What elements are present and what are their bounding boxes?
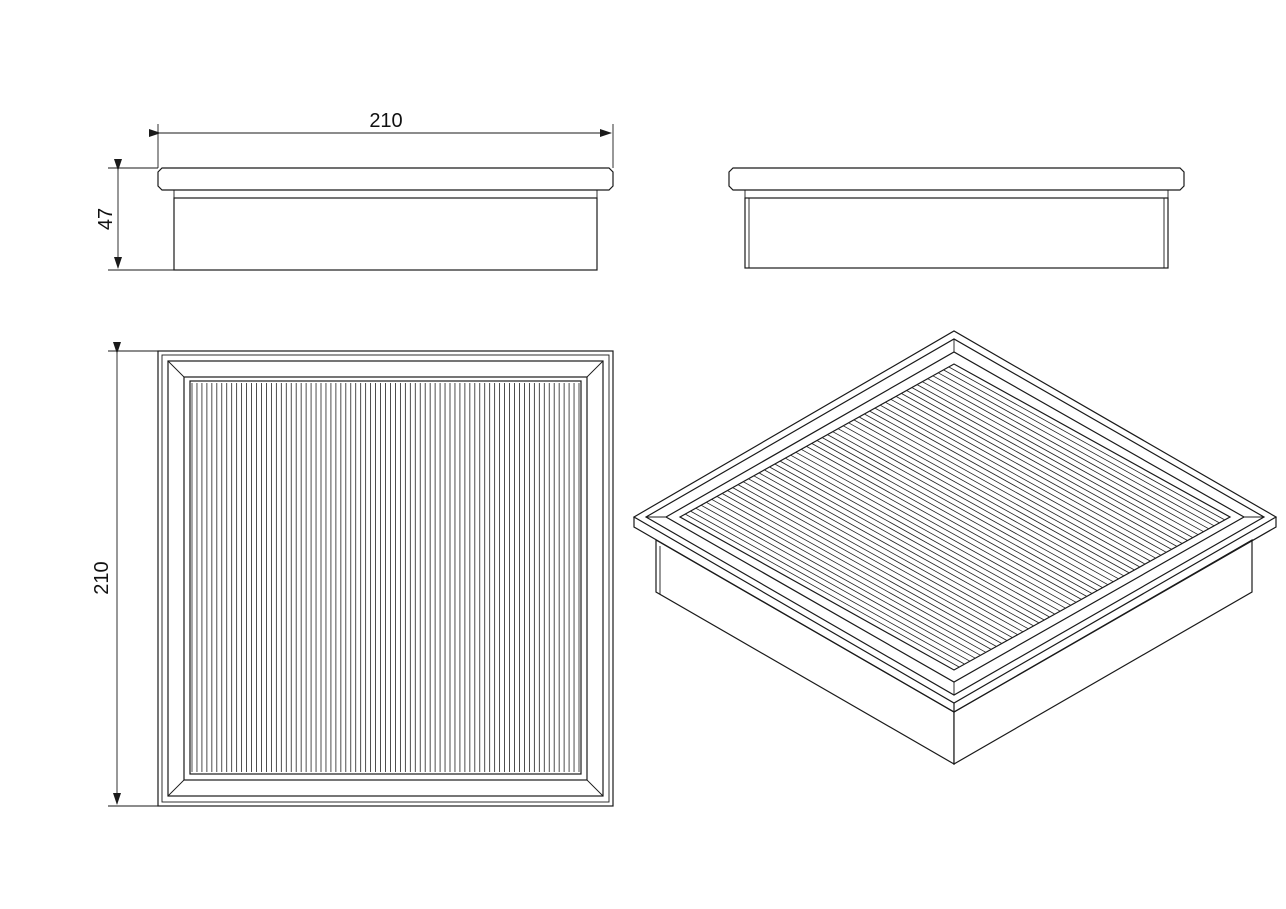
depth-dimension-label: 210 — [91, 561, 113, 594]
top-view: 210 — [91, 342, 614, 807]
iso-pleat-line — [948, 366, 1225, 521]
height-dimension-label: 47 — [95, 208, 117, 230]
iso-pleat-line — [927, 378, 1204, 533]
iso-pleat-line — [706, 501, 981, 656]
iso-pleat-line — [695, 507, 971, 662]
iso-pleat-line — [753, 475, 1029, 630]
isometric-view — [632, 330, 1278, 766]
iso-pleat-line — [864, 413, 1140, 568]
iso-pleat-line — [827, 434, 1103, 588]
iso-pleat-line — [916, 384, 1193, 538]
iso-pleat-line — [690, 510, 965, 665]
iso-pleat-line — [811, 443, 1087, 597]
iso-pleat-line — [806, 446, 1082, 600]
iso-pleat-line — [711, 498, 986, 653]
iso-pleat-line — [816, 440, 1093, 594]
iso-pleat-line — [932, 375, 1209, 530]
iso-pleat-line — [748, 478, 1024, 633]
iso-pleat-lines — [685, 366, 1225, 668]
iso-pleat-line — [848, 422, 1124, 577]
iso-pleat-line — [822, 437, 1098, 591]
iso-pleat-line — [943, 369, 1220, 524]
iso-pleat-line — [795, 451, 1071, 606]
iso-pleat-line — [716, 496, 992, 650]
iso-pleat-line — [859, 416, 1135, 571]
iso-pleat-line — [769, 466, 1045, 621]
width-dimension: 210 — [149, 110, 614, 168]
iso-pleat-line — [885, 401, 1162, 556]
iso-pleat-line — [874, 407, 1151, 562]
iso-pleat-line — [722, 493, 997, 647]
iso-pleat-line — [790, 454, 1066, 609]
iso-pleat-line — [764, 469, 1040, 624]
iso-pleat-line — [779, 460, 1055, 615]
pleat-lines — [191, 383, 580, 772]
iso-pleat-line — [758, 472, 1034, 627]
iso-pleat-line — [906, 390, 1183, 544]
iso-pleat-line — [837, 428, 1114, 583]
iso-pleat-line — [901, 393, 1178, 547]
depth-dimension: 210 — [91, 342, 158, 807]
iso-pleat-line — [732, 487, 1008, 641]
iso-pleat-line — [911, 387, 1188, 541]
iso-pleat-line — [938, 372, 1215, 527]
iso-pleat-line — [843, 425, 1119, 580]
iso-pleat-line — [890, 398, 1167, 553]
iso-pleat-line — [774, 463, 1050, 618]
width-dimension-label: 210 — [369, 110, 402, 132]
iso-pleat-line — [880, 404, 1156, 559]
iso-pleat-line — [895, 396, 1172, 550]
side-view — [728, 167, 1185, 269]
height-dimension: 47 — [95, 159, 174, 271]
front-view: 210 47 — [95, 110, 614, 271]
iso-pleat-line — [922, 381, 1199, 536]
iso-pleat-line — [737, 484, 1013, 638]
iso-pleat-line — [700, 504, 976, 659]
iso-pleat-line — [743, 481, 1018, 636]
iso-pleat-line — [832, 431, 1109, 586]
iso-pleat-line — [785, 457, 1061, 612]
iso-pleat-line — [685, 513, 960, 668]
iso-pleat-line — [853, 419, 1130, 574]
iso-pleat-line — [727, 490, 1002, 644]
iso-pleat-line — [869, 410, 1146, 565]
iso-pleat-line — [801, 448, 1077, 603]
